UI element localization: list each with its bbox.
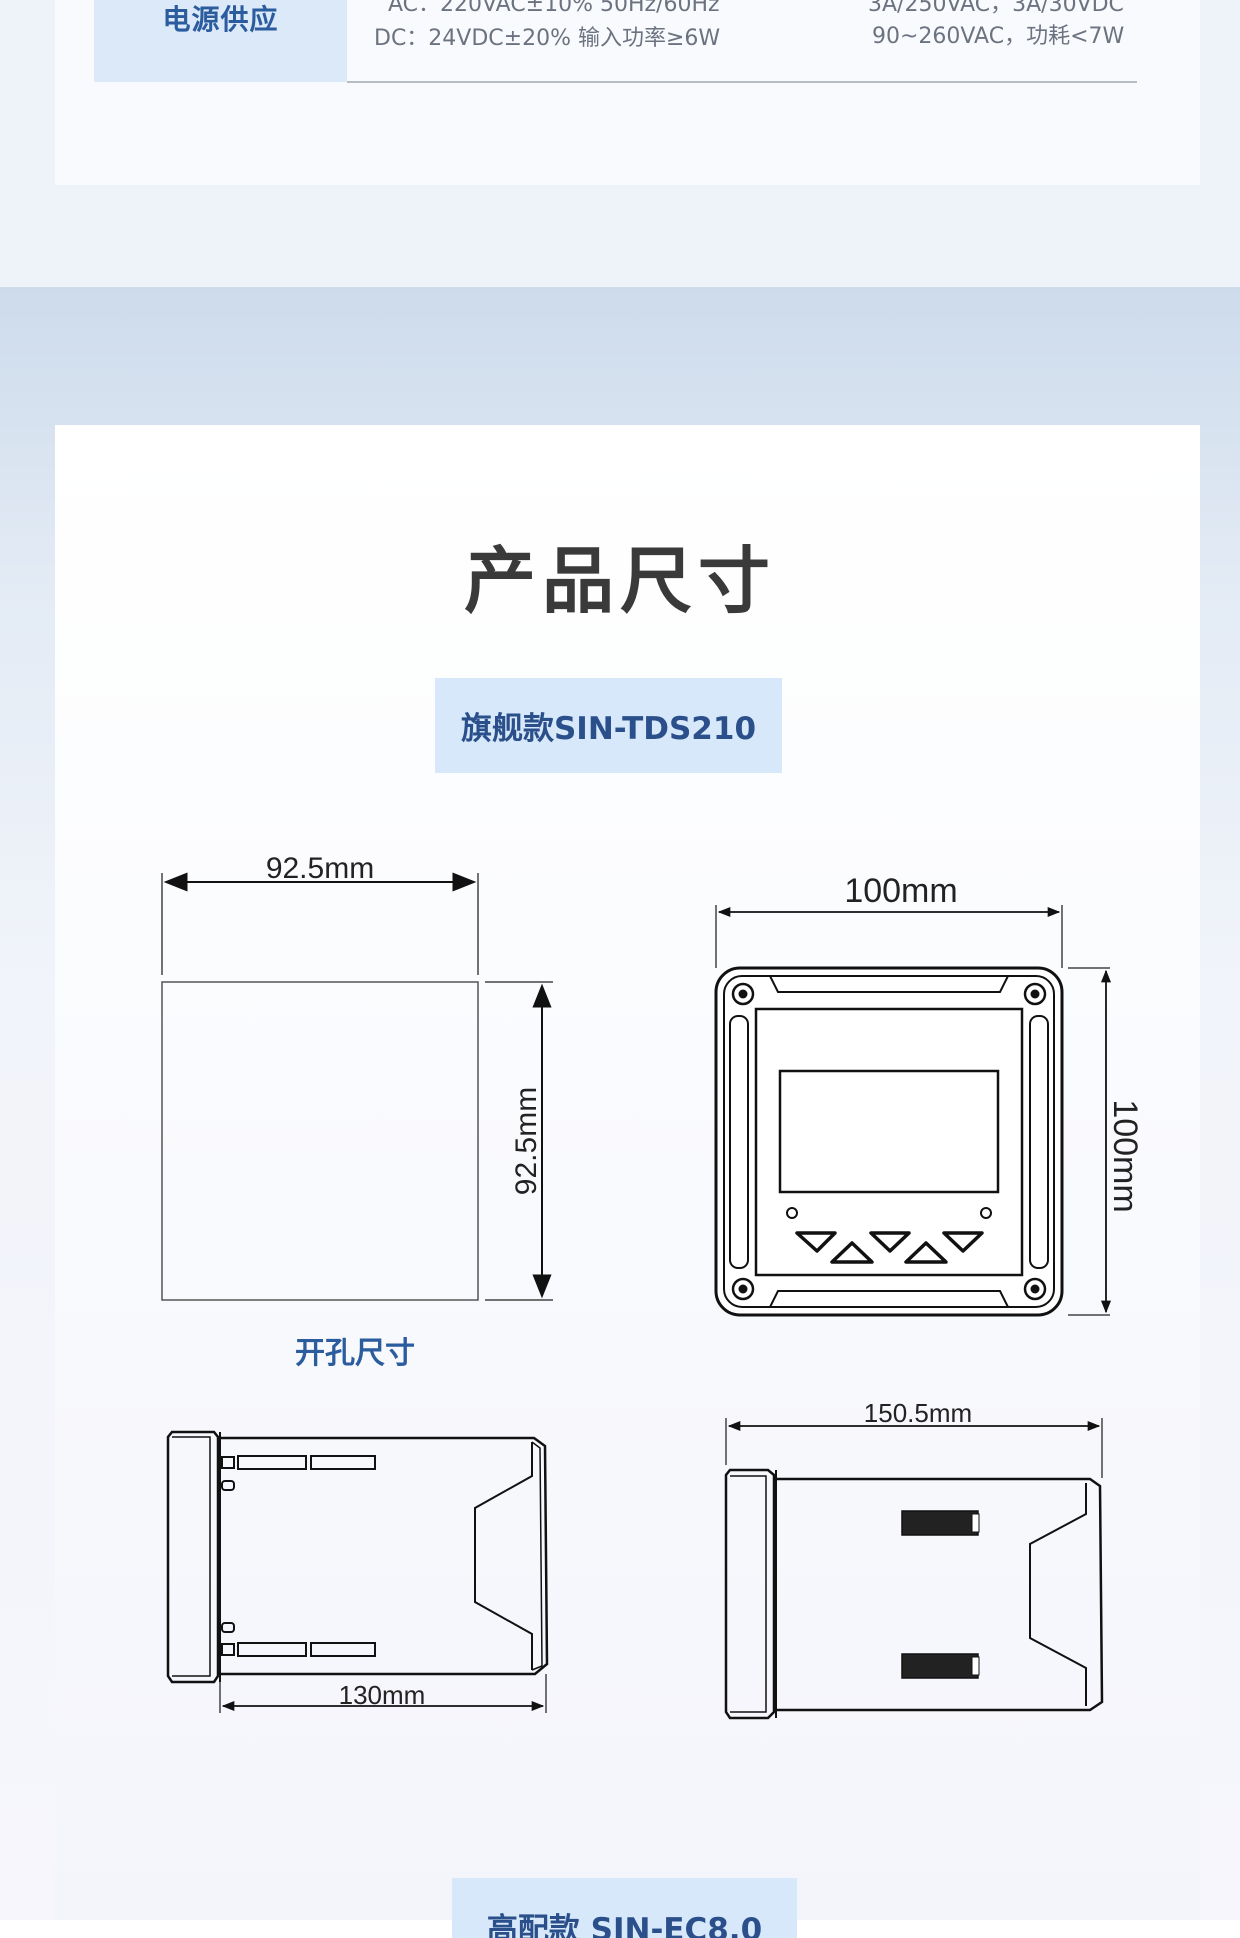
model-tag-high-config-label: 高配款 SIN-EC8.0 (486, 1912, 763, 1938)
mounting-clip-bottom (901, 1653, 980, 1679)
mounting-clip-top (901, 1510, 980, 1536)
spec-relay-line: 3A/250VAC，3A/30VDC (868, 0, 1124, 17)
spec-divider (347, 81, 1137, 83)
side-total-depth-label: 150.5mm (864, 1398, 972, 1428)
spec-consumption-line: 90~260VAC，功耗<7W (872, 24, 1125, 49)
front-view-drawing: 100mm 100mm (714, 872, 1144, 1317)
model-tag-flagship: 旗舰款SIN-TDS210 (435, 678, 782, 773)
side-view-drawing-1: 130mm (166, 1430, 549, 1713)
side-depth-label: 130mm (339, 1680, 426, 1710)
model-tag-flagship-label: 旗舰款SIN-TDS210 (460, 711, 757, 747)
cutout-drawing: 92.5mm 92.5mm (161, 852, 553, 1301)
side-view-drawing-2: 150.5mm (724, 1398, 1104, 1720)
model-tag-high-config: 高配款 SIN-EC8.0 (452, 1878, 797, 1938)
cutout-caption: 开孔尺寸 (295, 1336, 415, 1371)
front-width-label: 100mm (844, 872, 957, 910)
power-supply-label-cell: 电源供应 (94, 0, 347, 82)
spec-dc-line: DC：24VDC±20% 输入功率≥6W (374, 26, 721, 51)
power-supply-label: 电源供应 (162, 3, 279, 36)
front-height-label: 100mm (1106, 1099, 1144, 1212)
cutout-height-label: 92.5mm (510, 1087, 543, 1195)
cutout-width-label: 92.5mm (266, 852, 374, 885)
spec-ac-line: AC：220VAC±10% 50Hz/60Hz (388, 0, 720, 17)
page-title: 产品尺寸 (463, 539, 776, 623)
